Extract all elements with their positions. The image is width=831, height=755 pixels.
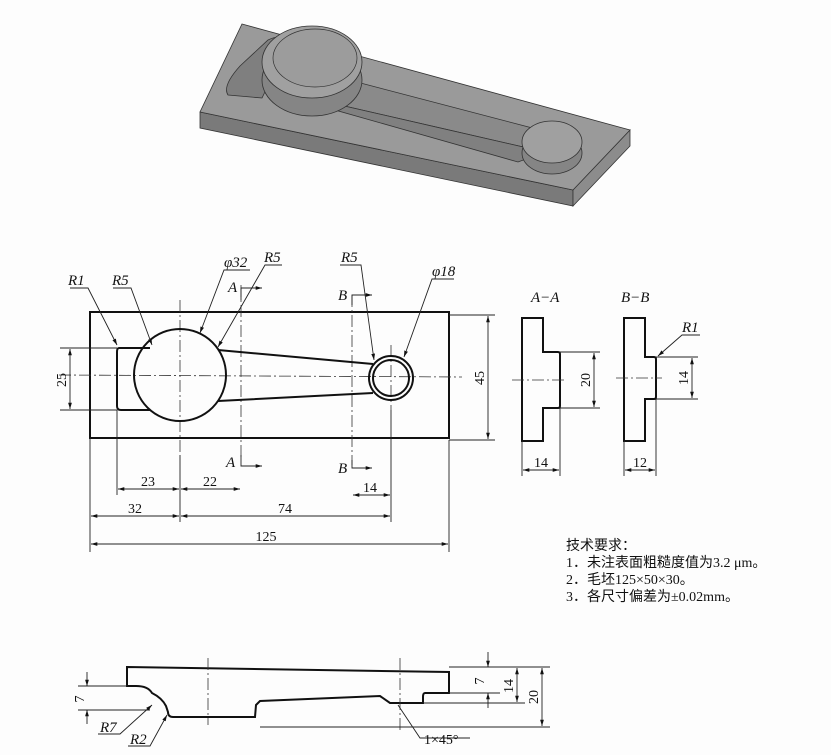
callout-phi18: φ18 <box>432 264 456 280</box>
section-a-title: A−A <box>530 290 560 306</box>
note-item: 3．各尺寸偏差为±0.02mm。 <box>566 590 739 605</box>
dim-14: 14 <box>363 481 377 496</box>
callout-r5-arm: R5 <box>263 250 281 266</box>
side-callout-r2: R2 <box>129 732 147 748</box>
section-mark-b-top: B <box>338 288 347 304</box>
technical-requirements: 技术要求： 1．未注表面粗糙度值为3.2 μm。 2．毛坯125×50×30。 … <box>566 538 766 606</box>
section-b-dim-12: 12 <box>633 456 647 471</box>
callout-r5-small: R5 <box>340 250 358 266</box>
callout-r5-pocket: R5 <box>111 273 129 289</box>
section-b-callout-r1: R1 <box>681 320 699 336</box>
section-b-dim-14: 14 <box>677 371 692 385</box>
section-a-a: A−A 20 14 <box>512 290 600 476</box>
side-section-view: 7 7 14 20 R7 R2 1×45° <box>73 652 550 748</box>
dim-25: 25 <box>55 373 70 387</box>
side-callout-r7: R7 <box>99 720 118 736</box>
dim-23: 23 <box>141 475 155 490</box>
section-mark-b-bottom: B <box>338 461 347 477</box>
dim-32: 32 <box>128 502 142 517</box>
side-dim-20: 20 <box>527 690 542 704</box>
section-mark-a-bottom: A <box>225 455 236 471</box>
dim-22: 22 <box>203 475 217 490</box>
section-b-b: B−B R1 14 12 <box>616 290 700 476</box>
notes-title: 技术要求： <box>566 539 636 554</box>
section-a-dim-20: 20 <box>579 373 594 387</box>
section-a-dim-14: 14 <box>534 456 548 471</box>
callout-r1: R1 <box>67 273 85 289</box>
isometric-3d-view <box>199 23 631 208</box>
section-b-title: B−B <box>621 290 649 306</box>
side-dim-14: 14 <box>502 679 517 693</box>
section-mark-a-top: A <box>227 280 238 296</box>
plan-view: R1 R5 φ32 R5 R5 φ18 A A B B 25 45 23 22 … <box>55 250 495 552</box>
note-item: 2．毛坯125×50×30。 <box>566 573 694 588</box>
side-callout-chamfer: 1×45° <box>424 733 459 748</box>
dim-45: 45 <box>473 371 488 385</box>
note-item: 1．未注表面粗糙度值为3.2 μm。 <box>566 556 767 571</box>
side-dim-7-left: 7 <box>73 696 88 703</box>
dim-125: 125 <box>256 530 277 545</box>
callout-phi32: φ32 <box>224 255 248 271</box>
side-dim-7-right: 7 <box>473 678 488 685</box>
dim-74: 74 <box>278 502 292 517</box>
